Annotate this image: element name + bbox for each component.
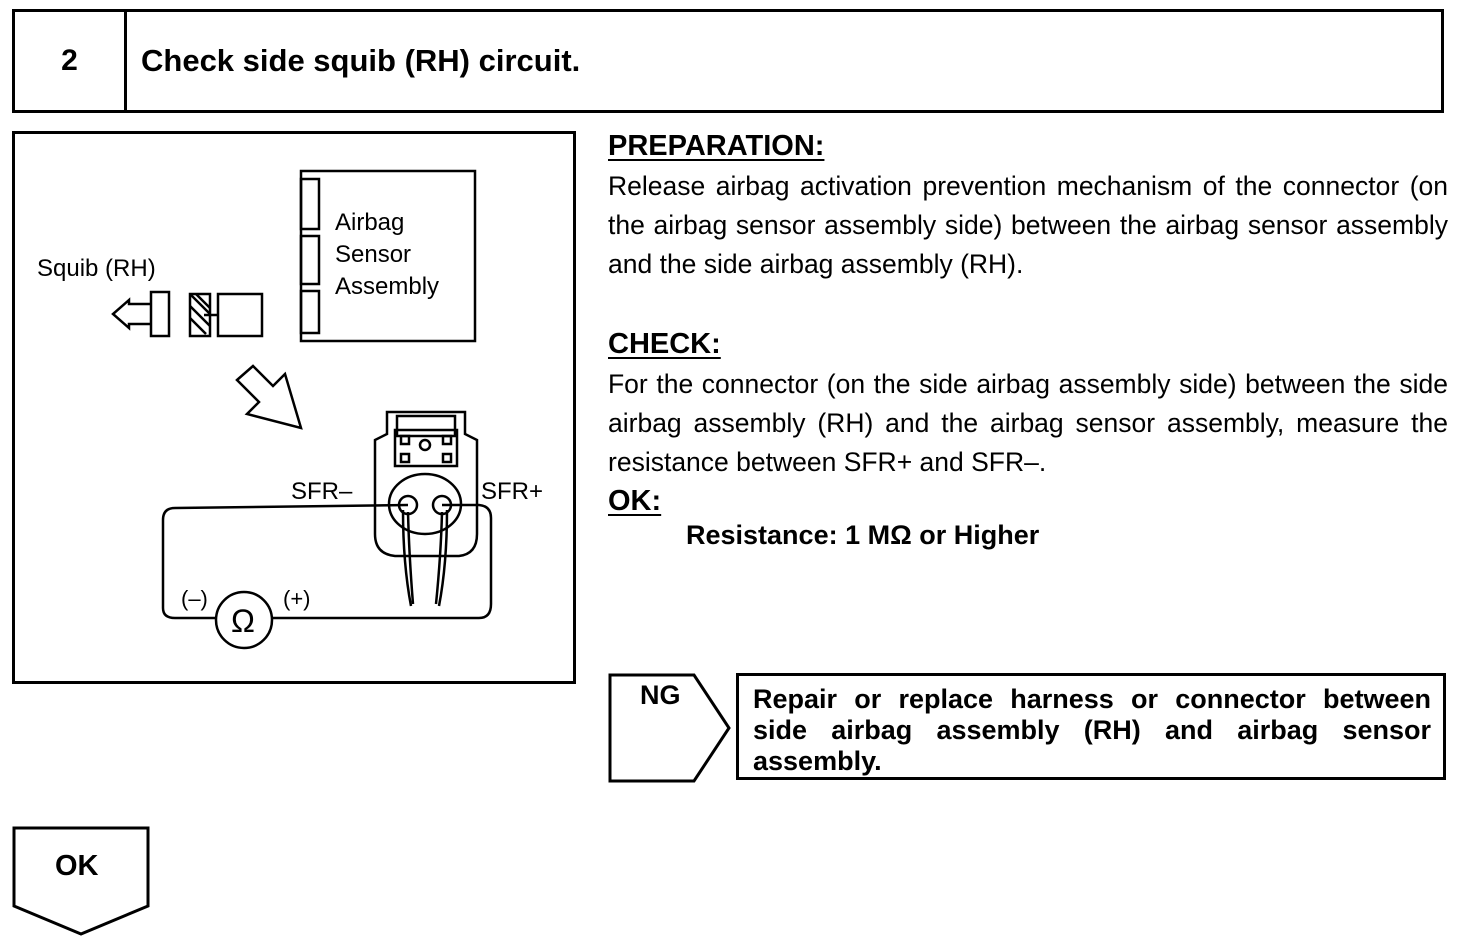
ohm-symbol: Ω xyxy=(231,603,255,639)
direction-arrow xyxy=(235,364,303,430)
ng-flow-tag xyxy=(608,673,731,783)
ok-spec-value: Resistance: 1 MΩ or Higher xyxy=(686,520,1040,550)
ng-label: NG xyxy=(640,680,681,710)
ohmmeter-lead xyxy=(161,503,409,620)
sensor-label-line1: Airbag xyxy=(335,209,404,236)
sensor-label-line3: Assembly xyxy=(335,273,439,300)
terminal-minus-label: SFR– xyxy=(291,478,353,505)
squib-connector xyxy=(149,290,171,338)
harness-connector xyxy=(216,292,264,338)
preparation-text: Release airbag activation prevention mec… xyxy=(608,171,1448,279)
ng-action-box: Repair or replace harness or connector b… xyxy=(736,673,1446,780)
sensor-label-line2: Sensor xyxy=(335,241,411,268)
squib-label: Squib (RH) xyxy=(37,255,156,282)
terminal-plus-label: SFR+ xyxy=(481,478,543,505)
check-text: For the connector (on the side airbag as… xyxy=(608,369,1448,477)
circuit-diagram: Squib (RH) Airbag Sensor Assembly SFR– S… xyxy=(37,169,543,650)
ok-flow-label: OK xyxy=(55,850,99,882)
preparation-heading: PREPARATION: xyxy=(608,130,825,162)
meter-plus-label: (+) xyxy=(283,586,311,611)
circuit-illustration: Squib (RH) Airbag Sensor Assembly SFR– S… xyxy=(12,131,576,684)
ok-flow-tag xyxy=(12,826,150,936)
connector-detail xyxy=(373,410,479,558)
step-number: 2 xyxy=(15,12,127,110)
step-header: 2 Check side squib (RH) circuit. xyxy=(12,9,1444,113)
meter-minus-label: (–) xyxy=(181,586,208,611)
check-heading: CHECK: xyxy=(608,328,721,360)
ok-heading: OK: xyxy=(608,485,662,517)
ohmmeter xyxy=(214,590,274,650)
step-title: Check side squib (RH) circuit. xyxy=(141,43,581,78)
